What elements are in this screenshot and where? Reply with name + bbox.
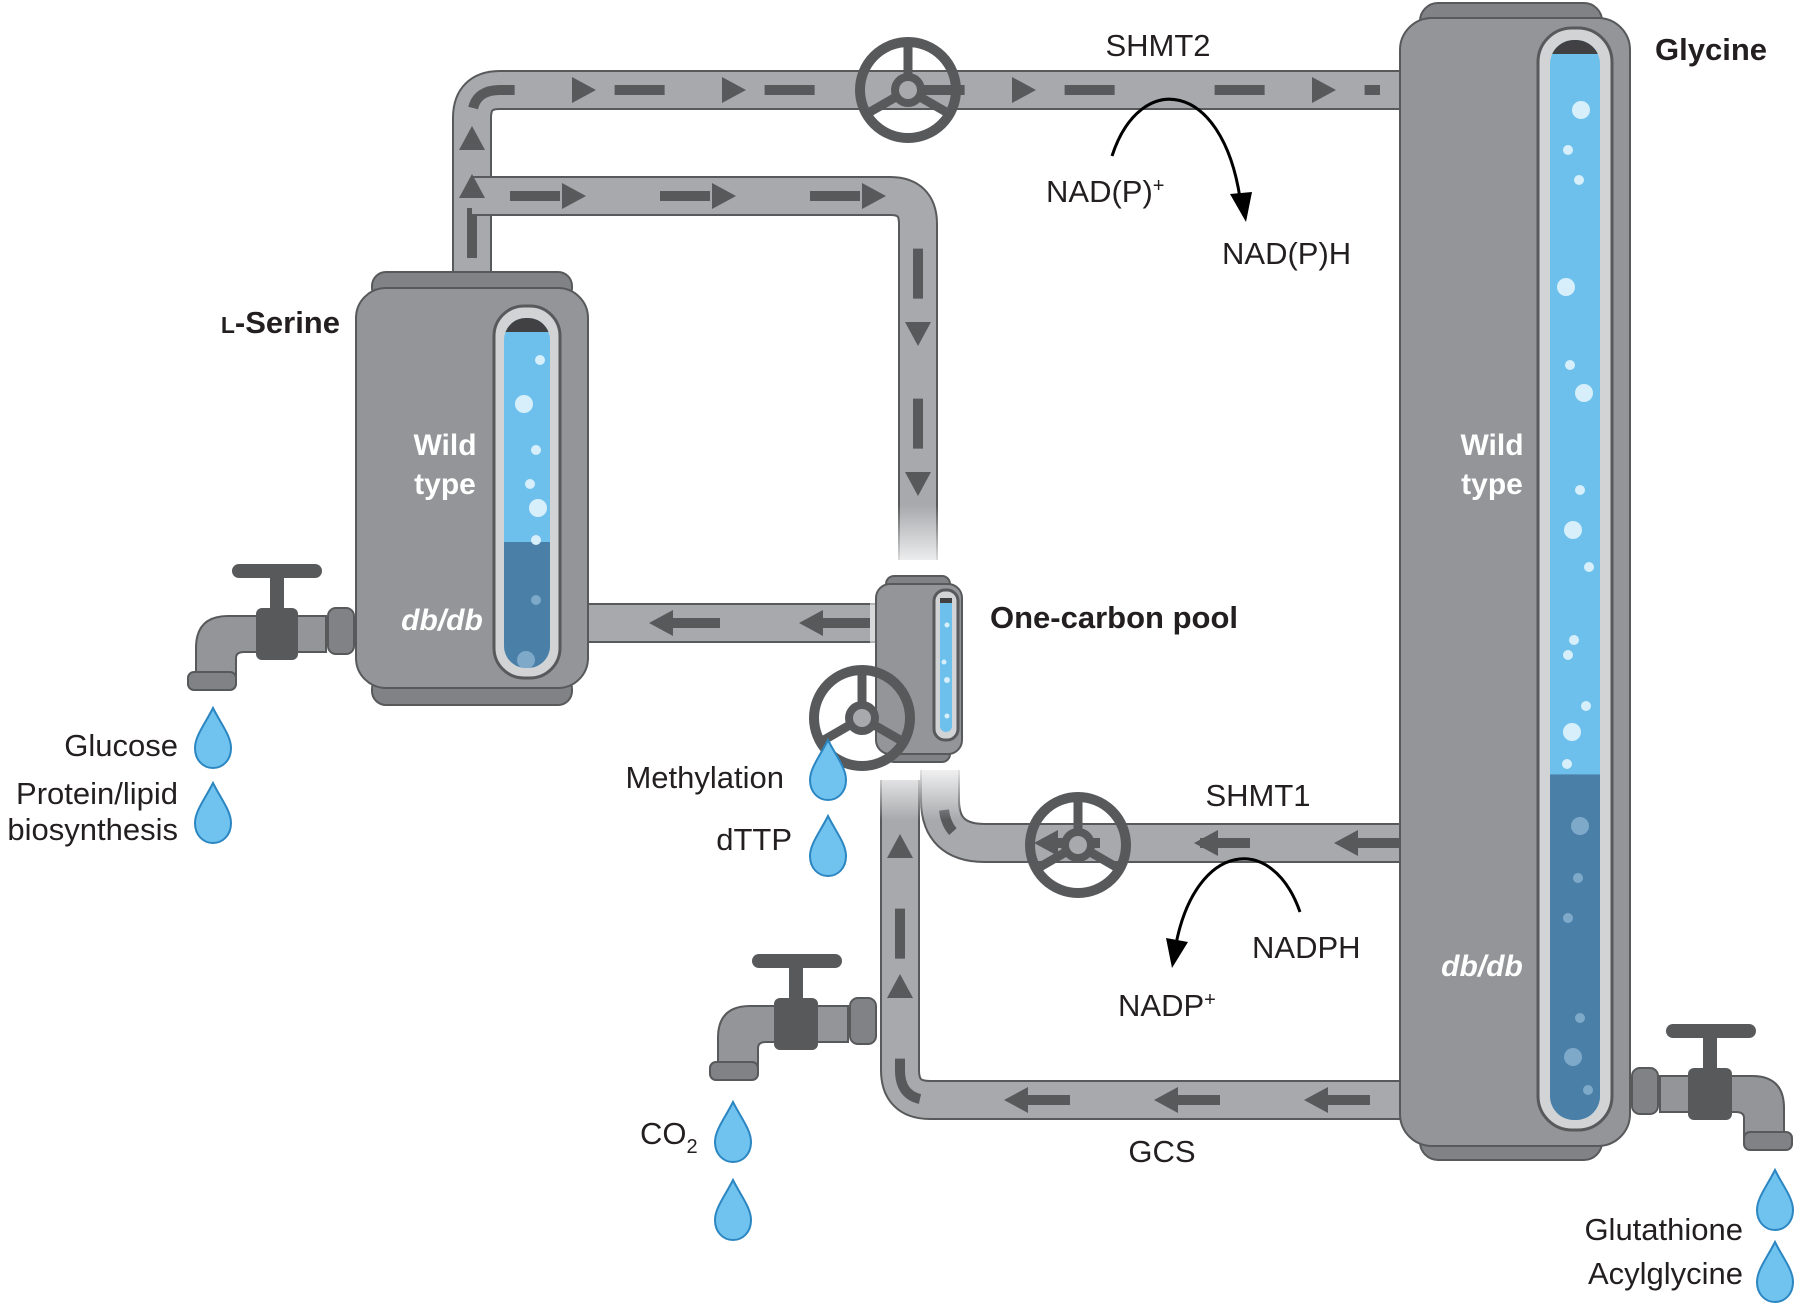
co2-drop-icon [714,1101,752,1163]
onecarbon-fill [940,598,952,732]
pipe-fade [890,505,948,575]
flow-arrowhead [459,126,485,150]
glycine-db-db-label: db/db [1441,950,1523,983]
glutathione-label: Glutathione [1584,1212,1743,1247]
serine-db-db-fill [504,542,550,668]
co2-label: CO2 [640,1116,698,1158]
flow-arrowhead [1312,77,1336,103]
serine-db-db-label: db/db [401,604,483,637]
serine-wild-type-label-1: Wild [413,429,476,462]
flow-arrowhead [905,472,931,496]
pipe-serine-to-onecarbon [472,176,938,560]
shmt2-label: SHMT2 [1105,28,1210,63]
dttp-label: dTTP [716,822,792,857]
onecarbon-title: One-carbon pool [990,600,1238,635]
flow-arrowhead [1304,1087,1328,1113]
glycine-title: Glycine [1655,32,1767,67]
acylglycine-drop-icon [1756,1241,1794,1303]
serine-tap-icon [187,564,355,691]
gcs-tap-icon [709,954,877,1081]
protein-lipid-label-1: Protein/lipid [16,776,178,811]
glycine-tap-icon [1631,1024,1793,1151]
nadph-top-label: NAD(P)H [1222,236,1351,271]
nadp-plus-top-label: NAD(P)+ [1046,174,1164,209]
flow-arrowheads [459,77,1358,1113]
pipe-glycine-to-onecarbon [920,770,1402,863]
protein-lipid-label-2: biosynthesis [7,812,178,847]
shmt1-label: SHMT1 [1205,778,1310,813]
serine-title: L-Serine [221,305,340,340]
shmt2-valve-icon [855,37,961,143]
shmt2-cofactor-arrow [1110,97,1252,222]
flow-arrowhead [862,183,886,209]
gcs-label: GCS [1128,1134,1195,1169]
pipe-fade [880,760,960,820]
glycine-wild-type-label-2: type [1461,468,1523,501]
dttp-drop-icon [809,815,847,877]
pipe-serine-to-glycine [452,70,1402,272]
protein-drop-icon [194,782,232,844]
glucose-label: Glucose [64,728,178,763]
onecarbon-valve-icon [809,665,915,771]
onecarbon-reservoir [875,575,963,763]
flow-arrowhead [1334,830,1358,856]
flow-arrowhead [887,974,913,998]
flow-arrowhead [572,77,596,103]
flow-arrowhead [1194,830,1218,856]
glutathione-drop-icon [1756,1169,1794,1231]
serine-reservoir: Wild type db/db [355,271,589,706]
flow-arrowhead [649,610,673,636]
flow-arrowhead [459,174,485,198]
flow-arrowhead [562,183,586,209]
acylglycine-label: Acylglycine [1588,1256,1743,1291]
flow-arrowhead [1004,1087,1028,1113]
flow-arrowhead [1012,77,1036,103]
methylation-label: Methylation [625,760,784,795]
flow-arrowhead [1034,830,1058,856]
flow-arrowhead [887,834,913,858]
methylation-drop-icon [809,739,847,801]
serine-wild-type-label-2: type [414,468,476,501]
shmt1-cofactor-arrow [1166,857,1302,968]
shmt1-valve-icon [1025,792,1131,898]
glycine-reservoir: Wild type db/db [1399,2,1631,1161]
flow-arrowhead [905,322,931,346]
nadph-label: NADPH [1252,930,1361,965]
nadp-plus-label: NADP+ [1118,988,1216,1023]
flow-arrowhead [799,610,823,636]
flow-arrowhead [712,183,736,209]
flow-arrowhead [722,77,746,103]
glycine-wild-type-label-1: Wild [1460,429,1523,462]
pipe-glycine-to-gcs [880,780,1402,1120]
glucose-drop-icon [194,707,232,769]
co2-drop-2-icon [714,1179,752,1241]
flow-arrowhead [1154,1087,1178,1113]
